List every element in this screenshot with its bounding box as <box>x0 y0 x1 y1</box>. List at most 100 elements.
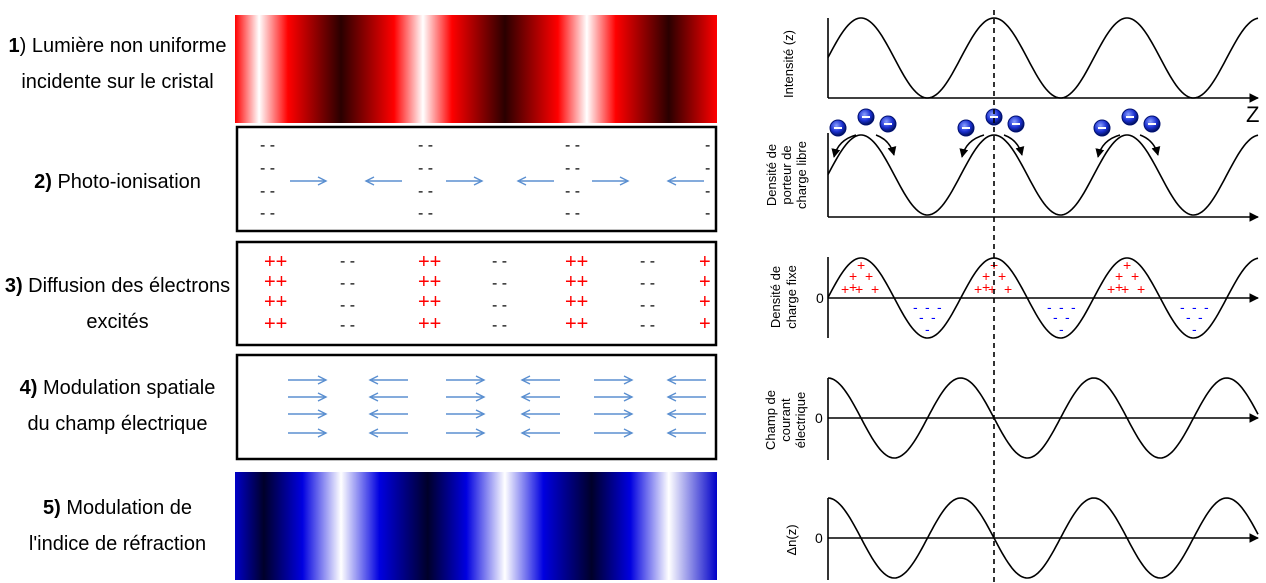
minus-charge-blue: - <box>1047 299 1052 315</box>
diffusion-arrow <box>875 134 897 156</box>
field-zero: 0 <box>815 410 823 426</box>
plus-charge: + <box>1115 268 1123 284</box>
plus-charge: + <box>1115 279 1123 295</box>
minus-charge: - - <box>640 253 655 270</box>
plus-charge: + <box>855 281 863 297</box>
step-5-label: 5) Modulation de l'indice de réfraction <box>28 497 207 555</box>
plus-charge: + <box>699 251 711 273</box>
diffusion-content: ++++++++++++++++++++++++- -- -- -- -- --… <box>264 251 711 335</box>
wave-curve <box>827 17 1259 99</box>
minus-charge-blue: - <box>1180 299 1185 315</box>
plus-charge: + <box>1121 281 1129 297</box>
minus-charge: - - <box>565 137 580 154</box>
minus-charge-blue: - <box>931 309 936 325</box>
minus-charge-blue: - <box>1186 309 1191 325</box>
diffusion-arrow <box>1095 134 1121 158</box>
minus-charge-blue: - <box>937 299 942 315</box>
minus-charge: - - <box>640 297 655 314</box>
free-carrier-axis-title-1: Densité de <box>764 144 779 206</box>
plus-charge: + <box>865 268 873 284</box>
field-axis-title-2: courant <box>778 398 793 442</box>
minus-charge: - - <box>340 275 355 292</box>
plus-charge: + <box>699 291 711 313</box>
minus-charge: - - <box>418 183 433 200</box>
plots-group: +++++++++++++++++++++------------------ <box>827 17 1259 580</box>
minus-charge-blue: - <box>919 309 924 325</box>
minus-charge: - <box>705 160 710 177</box>
minus-charge: - - <box>340 297 355 314</box>
diffusion-arrow <box>1139 134 1161 156</box>
plus-charge: ++ <box>565 271 588 293</box>
free-carrier-axis-title-3: charge libre <box>794 141 809 209</box>
minus-charge-blue: - <box>1192 321 1197 337</box>
minus-charge: - <box>705 137 710 154</box>
plus-charge: ++ <box>565 291 588 313</box>
minus-charge-blue: - <box>1059 321 1064 337</box>
wave-curve <box>827 134 1259 216</box>
fixed-charge-axis-title-1: Densité de <box>768 266 783 328</box>
minus-charge-blue: - <box>1065 309 1070 325</box>
wave-curve <box>827 257 1259 339</box>
minus-charge: - - <box>640 275 655 292</box>
diffusion-arrow <box>959 134 985 158</box>
minus-charge: - - <box>418 160 433 177</box>
minus-charge: - - <box>565 205 580 222</box>
refractive-index-bar <box>235 472 717 580</box>
index-zero: 0 <box>815 530 823 546</box>
field-axis-title-1: Champ de <box>763 390 778 450</box>
minus-charge: - - <box>260 160 275 177</box>
minus-charge-blue: - <box>925 321 930 337</box>
minus-charge: - - <box>492 275 507 292</box>
plus-charge: ++ <box>418 291 441 313</box>
fixed-charge-zero: 0 <box>816 290 824 306</box>
wave-curve <box>827 497 1259 579</box>
z-axis-label: Z <box>1246 102 1259 127</box>
plus-charge: + <box>974 281 982 297</box>
plus-charge: + <box>1131 268 1139 284</box>
plus-charge: + <box>849 268 857 284</box>
wave-curve <box>827 377 1259 459</box>
index-axis-title: Δn(z) <box>784 524 799 555</box>
diffusion-arrow <box>1003 134 1025 156</box>
minus-charge-blue: - <box>1071 299 1076 315</box>
plus-charge: ++ <box>264 271 287 293</box>
plus-charge: ++ <box>418 271 441 293</box>
minus-charge: - - <box>565 160 580 177</box>
plus-charge: + <box>1004 281 1012 297</box>
minus-charge: - <box>705 205 710 222</box>
minus-charge-blue: - <box>1198 309 1203 325</box>
plus-charge: + <box>1107 281 1115 297</box>
plus-charge: ++ <box>264 251 287 273</box>
plus-charge: + <box>857 257 865 273</box>
plus-charge: + <box>699 313 711 335</box>
minus-charge: - - <box>492 253 507 270</box>
plus-charge: ++ <box>264 313 287 335</box>
photo-ionisation-content: - -- -- -- -- -- -- -- -- -- -- -- ----- <box>260 137 710 222</box>
minus-charge: - - <box>418 137 433 154</box>
minus-charge: - - <box>492 317 507 334</box>
intensity-axis-title: Intensité (z) <box>781 30 796 98</box>
plus-charge: ++ <box>565 313 588 335</box>
field-axis-title-3: électrique <box>793 392 808 448</box>
plus-charge: + <box>841 281 849 297</box>
minus-charge-blue: - <box>913 299 918 315</box>
minus-charge-blue: - <box>925 299 930 315</box>
plus-charge: + <box>699 271 711 293</box>
light-intensity-bar <box>235 15 717 123</box>
step-1-label: 1) Lumière non uniforme incidente sur le… <box>8 35 227 93</box>
step-4-label: 4) Modulation spatiale du champ électriq… <box>19 377 216 435</box>
field-modulation-box <box>235 353 718 461</box>
minus-charge: - - <box>418 205 433 222</box>
minus-charge: - - <box>340 253 355 270</box>
plus-charge: + <box>871 281 879 297</box>
minus-charge: - - <box>260 183 275 200</box>
step-2-label: 2) Photo-ionisation <box>34 171 201 193</box>
minus-charge-blue: - <box>1204 299 1209 315</box>
minus-charge: - - <box>492 297 507 314</box>
plus-charge: + <box>849 279 857 295</box>
step-3-label: 3) Diffusion des électrons excités <box>4 275 231 333</box>
minus-charge-blue: - <box>1053 309 1058 325</box>
plus-charge: ++ <box>565 251 588 273</box>
plus-charge: + <box>1137 281 1145 297</box>
